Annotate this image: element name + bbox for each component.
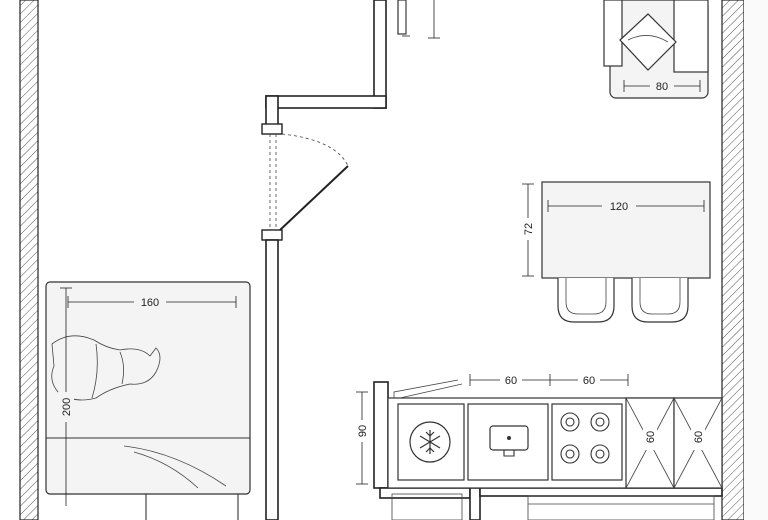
armchair-dim-label-bg [650,78,674,92]
bed-length-label: 200 [61,398,73,416]
table-top [541,181,711,279]
chair-left-inner [565,278,607,315]
bed-frame [45,281,251,495]
armchair-seat [603,0,623,67]
bed-width-label-bg [134,294,166,308]
partition-jog [265,95,387,109]
right-wall [721,0,745,520]
partition-upper-stub [265,95,279,127]
kitchen-hood-line-2 [399,383,463,399]
armchair-back [673,0,709,73]
partition-lower [265,239,279,520]
armchair: 80 [603,0,709,99]
kitchen-top-label-1: 60 [505,375,517,387]
blanket-fold [123,445,227,487]
wall-shelf [397,0,440,39]
sleeper-detail-2 [119,351,124,385]
kitchen-hood-line [393,379,459,398]
cabinet-unit-2-label: 60 [693,431,705,443]
bed: 160 200 [45,281,251,520]
left-wall [19,0,39,520]
door-jamb-top [261,123,283,135]
kitchen-bottom-wall-2 [469,487,481,520]
internal-partitions [261,0,723,520]
shelf-board [397,0,407,35]
cabinet-unit-1-label-bg [643,424,657,450]
right-wall-outer [744,0,768,520]
sink-icon [489,425,529,457]
stove-burner-icon [560,412,610,464]
door-leaf [279,165,349,231]
armchair-width-label: 80 [656,81,668,93]
kitchen-bottom-wall-3 [479,487,723,497]
chair-left [557,278,615,323]
kitchen-top-label-2: 60 [583,375,595,387]
table-width-label-bg [602,198,636,212]
door-swing-arc [281,133,349,167]
kitchen-depth-label: 90 [357,425,369,437]
lower-cabinet [527,495,715,520]
lower-left-unit [391,493,463,520]
snowflake-icon [419,430,441,454]
dining-table: 120 72 [520,181,711,323]
pillow-icon [619,13,677,71]
table-depth-label-bg [520,218,536,240]
kitchen-top-label-2-bg [578,372,600,386]
door-jamb-bottom [261,229,283,241]
door[interactable] [269,133,349,231]
pillow-fold [627,35,669,43]
bed-width-label: 160 [141,297,159,309]
bed-length-label-bg [58,392,74,422]
table-width-label: 120 [610,201,628,213]
blanket-fold-2 [133,451,199,489]
kitchen-top-label-1-bg [500,372,522,386]
kitchen-bottom-wall [379,487,471,499]
chair-right-inner [639,278,681,315]
partition-top-vertical [373,0,387,109]
kitchen: 60 60 60 60 90 [354,372,723,520]
table-depth-label: 72 [523,223,535,235]
cabinet-unit-2-label-bg [691,424,705,450]
chair-right [631,278,689,323]
cabinet-unit-1-label: 60 [645,431,657,443]
outer-walls [19,0,768,520]
sleeper-detail [91,343,98,399]
hob [551,403,623,481]
kitchen-partition [373,381,389,489]
kitchen-depth-label-bg [354,420,370,442]
